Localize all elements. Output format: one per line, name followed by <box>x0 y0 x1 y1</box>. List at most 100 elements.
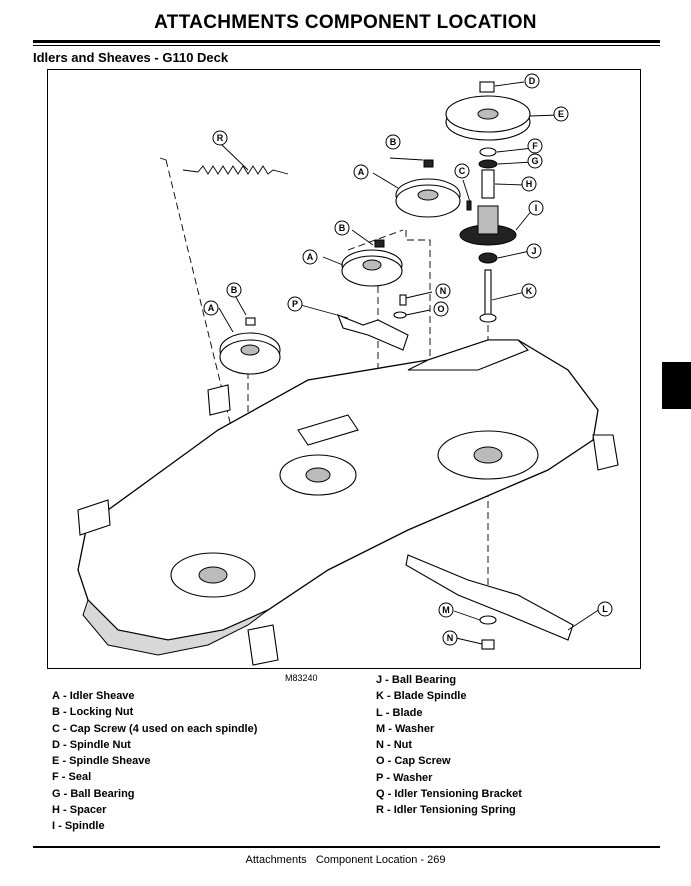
exploded-parts-diagram: R B A B A B A P N O C D E F G H I J K L … <box>47 69 641 669</box>
legend-text: Blade Spindle <box>393 690 467 703</box>
callout-b2-label: B <box>339 223 346 233</box>
legend-letter: D <box>52 738 60 751</box>
legend-item: G - Ball Bearing <box>52 786 257 802</box>
callout-k-label: K <box>526 286 533 296</box>
assembly-line-spring-top <box>159 157 167 161</box>
legend-letter: M <box>376 722 386 735</box>
diagram-drawing: R B A B A B A P N O C D E F G H I J K L … <box>77 73 619 666</box>
callout-g: G <box>527 153 543 169</box>
legend-item: Q - Idler Tensioning Bracket <box>376 786 522 802</box>
callout-o: N <box>435 283 451 299</box>
page-footer: Attachments Component Location - 269 <box>0 854 691 866</box>
callout-e-label: E <box>558 109 564 119</box>
callout-b3: B <box>226 282 242 298</box>
legend-text: Idler Tensioning Bracket <box>394 788 522 801</box>
footer-section: Attachments <box>245 854 307 866</box>
legend-item: A - Idler Sheave <box>52 688 257 704</box>
callout-f-label: F <box>532 141 538 151</box>
callout-o-label: N <box>440 286 447 296</box>
page-number: 269 <box>427 854 446 866</box>
legend-letter: C <box>52 722 60 735</box>
mower-deck <box>77 339 619 666</box>
section-title: Idlers and Sheaves - G110 Deck <box>33 50 229 65</box>
legend-text: Spacer <box>69 804 107 817</box>
legend-right: J - Ball Bearing K - Blade Spindle L - B… <box>376 672 522 819</box>
legend-item: I - Spindle <box>52 818 257 834</box>
callout-i-label: I <box>535 203 538 213</box>
callout-d-label: D <box>529 76 536 86</box>
legend-letter: N <box>376 739 384 752</box>
callout-h-label: H <box>526 179 533 189</box>
legend-text: Washer <box>393 771 433 784</box>
idler-tensioning-bracket <box>337 314 409 351</box>
callout-e: E <box>553 106 569 122</box>
callout-n-label: N <box>447 633 454 643</box>
callout-k: K <box>521 283 537 299</box>
legend-letter: F <box>52 771 59 784</box>
callout-c-label: C <box>459 166 466 176</box>
callout-n: N <box>442 630 458 646</box>
legend-letter: E <box>52 755 60 768</box>
spindle-nut <box>479 81 495 93</box>
washer-p <box>393 311 407 319</box>
legend-text: Locking Nut <box>69 706 134 719</box>
blade-spindle <box>484 269 492 316</box>
legend-item: R - Idler Tensioning Spring <box>376 802 522 818</box>
legend-item: L - Blade <box>376 705 522 721</box>
legend-letter: I <box>52 820 56 833</box>
idler-sheave-a2 <box>341 249 403 287</box>
callout-a1-label: A <box>358 167 365 177</box>
washer-m <box>479 615 497 625</box>
cap-screw-c <box>466 200 472 211</box>
callout-j: J <box>526 243 542 259</box>
legend-item: J - Ball Bearing <box>376 672 522 688</box>
legend-letter: P <box>376 771 384 784</box>
footer-rule <box>33 846 660 848</box>
legend-text: Ball Bearing <box>70 787 135 800</box>
callout-j-label: J <box>531 246 536 256</box>
legend-item: P - Washer <box>376 770 522 786</box>
callout-p-label: O <box>437 304 444 314</box>
cap-screw-o <box>399 294 407 306</box>
legend-text: Cap Screw <box>394 755 451 768</box>
callout-r: R <box>212 130 228 146</box>
legend-item: K - Blade Spindle <box>376 688 522 704</box>
idler-sheave-a3 <box>219 332 281 375</box>
legend-letter: J <box>376 674 383 686</box>
locking-nut-b2 <box>374 239 385 248</box>
callout-c: C <box>454 163 470 179</box>
blade <box>405 554 574 641</box>
callout-d: D <box>524 73 540 89</box>
legend-text: Nut <box>393 739 413 752</box>
legend-letter: H <box>52 804 60 817</box>
assembly-line-idler-upper <box>405 230 431 390</box>
callout-b1-label: B <box>390 137 397 147</box>
callout-a3-label: A <box>208 303 215 313</box>
legend-text: Ball Bearing <box>391 674 457 686</box>
section-tab-marker <box>662 362 691 409</box>
legend-item: F - Seal <box>52 769 257 785</box>
locking-nut-b3 <box>245 317 256 326</box>
legend-item: N - Nut <box>376 737 522 753</box>
title-rule-thin <box>33 45 660 46</box>
ball-bearing-g <box>478 159 498 169</box>
callout-m-label: M <box>442 605 450 615</box>
legend-item: H - Spacer <box>52 802 257 818</box>
callout-g-label: G <box>531 156 538 166</box>
callout-a2-label: A <box>307 252 314 262</box>
callout-b1: B <box>385 134 401 150</box>
callout-q: P <box>287 296 303 312</box>
footer-subsection: Component Location <box>315 854 418 866</box>
callout-h: H <box>521 176 537 192</box>
idler-sheave-a1 <box>395 178 461 218</box>
callout-p: O <box>433 301 449 317</box>
legend-text: Spindle Sheave <box>69 755 151 768</box>
ball-bearing-j <box>478 252 498 264</box>
footer-separator: - <box>420 854 425 866</box>
legend-item: C - Cap Screw (4 used on each spindle) <box>52 721 257 737</box>
title-rule-thick <box>33 40 660 43</box>
callout-b3-label: B <box>231 285 238 295</box>
legend-text: Seal <box>68 771 92 784</box>
legend-letter: B <box>52 706 60 719</box>
legend-text: Idler Sheave <box>69 690 135 702</box>
